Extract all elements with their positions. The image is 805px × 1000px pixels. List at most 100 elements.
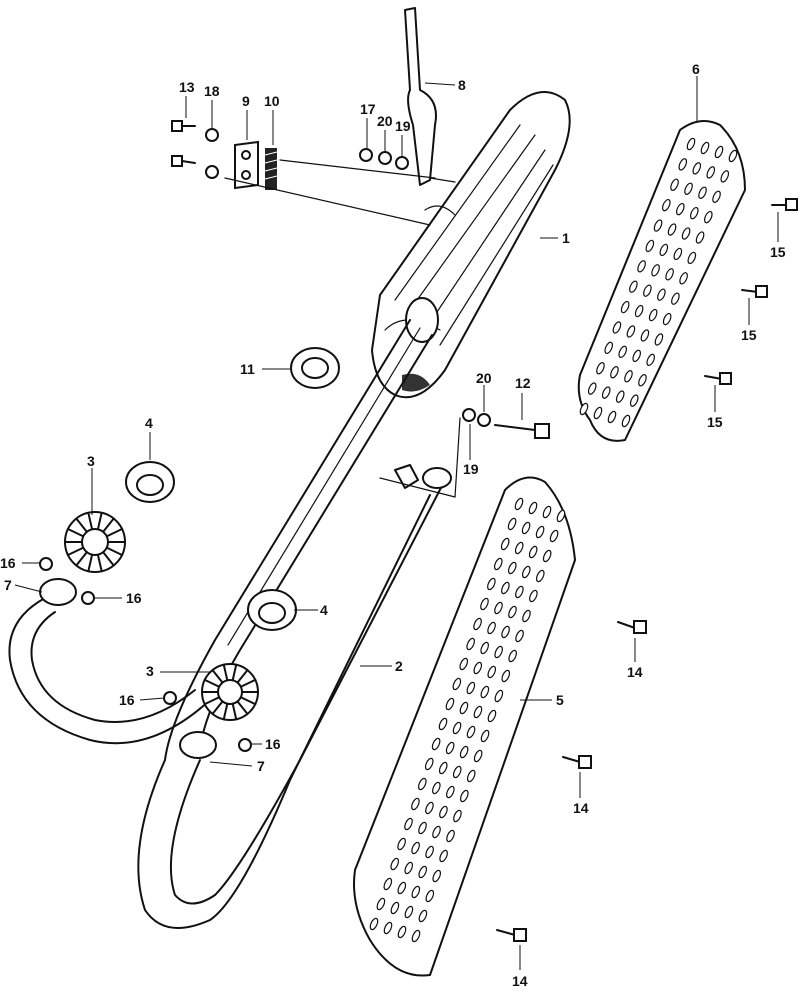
protector-slot <box>629 394 639 407</box>
callout-12: 12 <box>515 375 531 391</box>
protector-slot <box>500 537 510 551</box>
protector-slot <box>487 665 497 679</box>
protector-slot <box>720 170 730 183</box>
protector-slot <box>703 210 713 224</box>
protector-slot <box>452 677 462 691</box>
protector-slot <box>501 669 511 683</box>
callout-7-right: 7 <box>257 758 265 774</box>
protector-slot <box>501 581 510 595</box>
protector-slot <box>646 353 656 367</box>
protector-slot <box>549 529 559 543</box>
protector-slot <box>621 414 631 428</box>
callout-5: 5 <box>556 692 564 708</box>
washer-19-top <box>395 156 409 170</box>
protector-slot <box>521 521 531 535</box>
protector-slot <box>473 617 482 631</box>
protector-slot <box>508 649 517 663</box>
callout-18: 18 <box>204 83 220 99</box>
callout-labels: 1 2 3 3 4 4 5 6 7 7 8 9 10 11 12 13 14 1… <box>0 61 786 989</box>
callout-13: 13 <box>179 79 195 95</box>
callout-11: 11 <box>240 361 255 377</box>
bolt-14-b <box>562 755 592 769</box>
protector-slot <box>675 202 685 216</box>
protector-slot <box>397 881 407 895</box>
protector-slot <box>418 777 427 791</box>
protector-slot <box>383 877 393 891</box>
callout-3-lower: 3 <box>146 663 154 679</box>
protector-slot <box>397 925 407 939</box>
callout-1: 1 <box>562 230 570 246</box>
callout-7-left: 7 <box>4 577 12 593</box>
fin-blade <box>203 678 220 688</box>
callout-16-a: 16 <box>0 555 16 571</box>
protector-slot <box>651 264 660 277</box>
protector-slot <box>692 162 702 175</box>
fin-blade <box>236 700 249 715</box>
protector-slot <box>714 145 724 159</box>
protector-slot <box>466 637 475 651</box>
fin-blade <box>203 696 220 706</box>
protector-slot <box>712 190 721 203</box>
protector-slot <box>438 717 448 731</box>
protector-slot <box>425 889 435 903</box>
protector-slot <box>645 239 655 253</box>
protector-slot <box>556 509 566 523</box>
callout-10: 10 <box>264 93 280 109</box>
protector-slot <box>404 861 414 875</box>
protector-slot <box>369 917 379 931</box>
protector-slot <box>670 178 679 191</box>
protector-slot <box>397 837 406 851</box>
callout-15-top: 15 <box>770 244 786 260</box>
protector-slot <box>514 541 524 555</box>
protector-slot <box>376 897 386 911</box>
fin-blade <box>231 703 238 721</box>
protector-slot <box>610 366 619 379</box>
protector-slot <box>411 929 421 943</box>
fin-blade <box>211 700 224 715</box>
protector-slot <box>620 300 630 314</box>
protector-slot <box>452 721 462 735</box>
protector-slot <box>446 785 455 799</box>
bolt-13-lower <box>171 155 196 167</box>
protector-slot <box>445 697 455 711</box>
protector-slot <box>508 605 517 619</box>
fin-blade <box>75 517 88 533</box>
callout-15-bottom: 15 <box>707 414 723 430</box>
bolt-15-b <box>741 285 768 298</box>
protector-slot <box>480 597 489 611</box>
protector-slot <box>494 689 504 703</box>
leader-lines <box>14 76 779 970</box>
protector-slot <box>383 921 393 935</box>
exhaust-pipe-part <box>137 319 452 929</box>
callout-16-c: 16 <box>119 692 135 708</box>
callout-20-mid: 20 <box>476 370 492 386</box>
washer-20-mid <box>477 413 491 427</box>
protector-slot <box>473 705 483 719</box>
callout-17: 17 <box>360 101 376 117</box>
protector-slot <box>579 402 589 416</box>
protector-slot <box>684 182 693 195</box>
fin-blade <box>222 663 229 681</box>
protector-slot <box>411 797 420 811</box>
protector-slot <box>432 869 442 883</box>
washer-18 <box>205 128 219 142</box>
protector-slot <box>695 231 705 244</box>
protector-slot <box>404 817 413 831</box>
protector-slot <box>487 621 496 635</box>
fin-blade <box>66 546 84 557</box>
protector-slot <box>679 272 688 285</box>
protector-slot <box>638 374 647 387</box>
protector-slot <box>460 789 469 803</box>
fin-blade <box>66 527 84 538</box>
protector-slot <box>640 329 650 342</box>
protector-slot <box>390 901 400 915</box>
protector-slot <box>432 825 441 839</box>
protector-slot <box>587 382 597 395</box>
protector-slot <box>411 841 420 855</box>
protector-slot <box>418 909 428 923</box>
protector-slot <box>637 260 646 273</box>
protector-slot <box>404 905 414 919</box>
protector-slot <box>604 341 614 355</box>
protector-slot <box>529 589 538 603</box>
